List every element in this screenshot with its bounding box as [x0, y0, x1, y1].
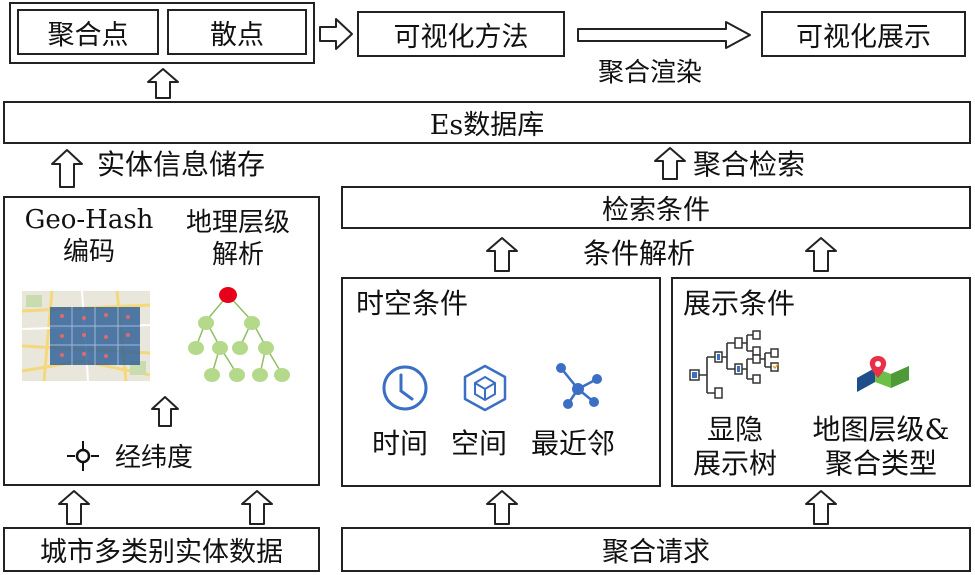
vis-method-box: 可视化方法	[357, 11, 565, 57]
space-label: 空间	[451, 427, 508, 460]
agg-point-label: 聚合点	[47, 19, 129, 51]
scatter-box: 散点	[167, 9, 307, 55]
time-label: 时间	[372, 427, 429, 460]
up-arrow-icon	[486, 490, 518, 525]
up-arrow-icon	[58, 490, 90, 525]
es-db-box: Es数据库	[3, 101, 971, 144]
map-pin-icon	[857, 356, 909, 392]
spacetime-title: 时空条件	[356, 287, 469, 320]
latlng-label: 经纬度	[115, 443, 194, 473]
geo-level-title: 地理层级 解析	[168, 210, 308, 268]
agg-search-label: 聚合检索	[693, 148, 806, 181]
geohash-line1: Geo-Hash	[24, 205, 154, 235]
vis-display-label: 可视化展示	[796, 21, 931, 53]
spacetime-panel-box	[341, 277, 661, 487]
up-arrow-icon	[654, 147, 686, 180]
vis-display-box: 可视化展示	[761, 11, 966, 57]
map-label-line1: 地图层级&	[812, 413, 950, 446]
crosshair-icon	[67, 441, 99, 471]
up-arrow-icon	[805, 490, 837, 525]
tree-label-line2: 展示树	[692, 447, 777, 480]
render-arrow-icon	[577, 21, 751, 49]
nearest-label: 最近邻	[531, 427, 616, 460]
agg-request-label: 聚合请求	[602, 537, 710, 568]
agg-point-box: 聚合点	[17, 9, 159, 55]
network-icon	[556, 363, 602, 409]
map-label: 地图层级& 聚合类型	[796, 416, 966, 478]
tree-label-line1: 显隐	[706, 413, 763, 446]
geohash-title: Geo-Hash 编码	[14, 207, 164, 265]
vis-method-label: 可视化方法	[393, 21, 529, 53]
map-label-line2: 聚合类型	[824, 447, 937, 480]
search-cond-box: 检索条件	[341, 186, 971, 229]
cube-icon	[463, 364, 507, 412]
up-arrow-icon	[486, 237, 518, 272]
clock-icon	[382, 365, 428, 411]
geo-level-line2: 解析	[211, 240, 264, 270]
tree-structure-icon	[689, 330, 779, 399]
geo-level-line1: 地理层级	[185, 208, 290, 238]
up-arrow-icon	[241, 490, 273, 525]
entity-store-label: 实体信息储存	[97, 148, 266, 181]
city-data-label: 城市多类别实体数据	[40, 537, 283, 568]
right-arrow-icon	[319, 18, 353, 50]
city-data-box: 城市多类别实体数据	[3, 527, 320, 572]
display-panel-box	[671, 277, 971, 487]
search-cond-label: 检索条件	[602, 195, 710, 226]
agg-request-box: 聚合请求	[341, 527, 971, 572]
tree-label: 显隐 展示树	[680, 416, 790, 478]
es-db-label: Es数据库	[429, 110, 545, 141]
up-arrow-icon	[147, 68, 179, 99]
up-arrow-icon	[151, 396, 179, 427]
agg-render-label: 聚合渲染	[598, 58, 703, 88]
tree-diagram-icon	[188, 287, 290, 382]
scatter-label: 散点	[210, 19, 264, 51]
display-title: 展示条件	[683, 287, 796, 320]
cond-parse-label: 条件解析	[583, 237, 696, 270]
geohash-map-image	[21, 290, 151, 382]
up-arrow-icon	[805, 237, 837, 272]
geohash-line2: 编码	[62, 237, 115, 267]
up-arrow-icon	[51, 149, 83, 188]
